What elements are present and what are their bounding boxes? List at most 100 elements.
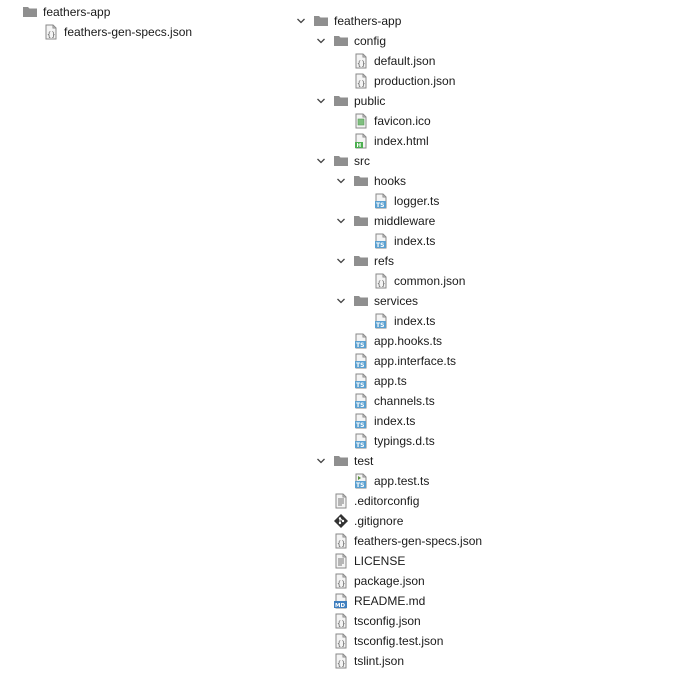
tree-item-label: index.html [374, 134, 429, 148]
tree-folder-row[interactable]: config [315, 31, 386, 51]
chevron-spacer [315, 655, 327, 667]
chevron-spacer [315, 575, 327, 587]
ico-file-icon [353, 113, 369, 129]
tree-item-label: package.json [354, 574, 425, 588]
json-file-icon: {} [373, 273, 389, 289]
chevron-spacer [335, 75, 347, 87]
tree-item-label: index.ts [374, 414, 416, 428]
tree-item-label: common.json [394, 274, 466, 288]
svg-text:{}: {} [337, 620, 345, 628]
json-file-icon: {} [333, 613, 349, 629]
json-file-icon: {} [333, 533, 349, 549]
git-file-icon [333, 513, 349, 529]
folder-icon [333, 33, 349, 49]
tree-file-row[interactable]: {} tsconfig.test.json [315, 631, 443, 651]
tree-folder-row[interactable]: feathers-app [295, 11, 401, 31]
chevron-spacer [335, 475, 347, 487]
chevron-spacer [335, 375, 347, 387]
chevron-down-icon[interactable] [295, 15, 307, 27]
chevron-down-icon[interactable] [315, 455, 327, 467]
tree-item-label: LICENSE [354, 554, 406, 568]
chevron-down-icon[interactable] [315, 95, 327, 107]
json-file-icon: {} [43, 24, 59, 40]
tree-folder-row[interactable]: test [315, 451, 373, 471]
svg-text:TS: TS [376, 242, 384, 249]
svg-text:{}: {} [337, 580, 345, 588]
tree-file-row[interactable]: .editorconfig [315, 491, 419, 511]
chevron-spacer [335, 415, 347, 427]
tree-folder-row[interactable]: src [315, 151, 370, 171]
tree-item-label: tsconfig.test.json [354, 634, 444, 648]
svg-text:{}: {} [337, 640, 345, 648]
tree-file-row[interactable]: {} default.json [335, 51, 435, 71]
tree-item-label: refs [374, 254, 395, 268]
tree-file-row[interactable]: LICENSE [315, 551, 405, 571]
chevron-down-icon[interactable] [315, 155, 327, 167]
chevron-down-icon[interactable] [335, 175, 347, 187]
tree-folder-row[interactable]: services [335, 291, 418, 311]
folder-icon [313, 13, 329, 29]
ts-file-icon: TS [373, 313, 389, 329]
ts-file-icon: TS [353, 333, 369, 349]
tree-item-label: default.json [374, 54, 436, 68]
tree-file-row[interactable]: TS app.interface.ts [335, 351, 456, 371]
chevron-spacer [335, 115, 347, 127]
chevron-down-icon[interactable] [335, 215, 347, 227]
tree-file-row[interactable]: {}tslint.json [315, 651, 404, 671]
json-file-icon: {} [333, 573, 349, 589]
chevron-down-icon[interactable] [315, 35, 327, 47]
ts-file-icon: TS [373, 193, 389, 209]
tree-file-row[interactable]: {} package.json [315, 571, 425, 591]
ts-file-icon: TS [373, 233, 389, 249]
chevron-down-icon[interactable] [335, 295, 347, 307]
tree-item-label: index.ts [394, 234, 436, 248]
chevron-down-icon[interactable] [335, 255, 347, 267]
svg-text:{}: {} [357, 60, 365, 68]
folder-icon [353, 173, 369, 189]
chevron-spacer [355, 275, 367, 287]
tree-item-label: .gitignore [354, 514, 404, 528]
tree-item-label: feathers-gen-specs.json [354, 534, 483, 548]
svg-text:TS: TS [356, 442, 364, 449]
tree-file-row[interactable]: {} feathers-gen-specs.json [315, 531, 482, 551]
html-file-icon: H [353, 133, 369, 149]
svg-text:TS: TS [376, 202, 384, 209]
ts-file-icon: TS [353, 393, 369, 409]
tree-folder-row[interactable]: middleware [335, 211, 435, 231]
tree-folder-row[interactable]: refs [335, 251, 394, 271]
tree-file-row[interactable]: {}feathers-gen-specs.json [43, 22, 192, 42]
svg-text:{}: {} [337, 660, 345, 668]
ts-file-icon: TS [353, 433, 369, 449]
tree-file-row[interactable]: {}tsconfig.json [315, 611, 421, 631]
tree-item-label: app.interface.ts [374, 354, 457, 368]
tree-file-row[interactable]: {}production.json [335, 71, 455, 91]
tree-file-row[interactable]: {} common.json [355, 271, 465, 291]
tree-file-row[interactable]: TS channels.ts [335, 391, 435, 411]
tree-file-row[interactable]: .gitignore [315, 511, 403, 531]
chevron-spacer [315, 515, 327, 527]
chevron-spacer [335, 435, 347, 447]
tree-file-row[interactable]: TS index.ts [355, 231, 435, 251]
tree-folder-row[interactable]: feathers-app [22, 2, 110, 22]
tree-item-label: channels.ts [374, 394, 435, 408]
tree-folder-row[interactable]: hooks [335, 171, 406, 191]
json-file-icon: {} [353, 53, 369, 69]
tree-folder-row[interactable]: public [315, 91, 385, 111]
tree-file-row[interactable]: favicon.ico [335, 111, 431, 131]
ts-file-icon: TS [353, 373, 369, 389]
ts-file-icon: TS [353, 353, 369, 369]
chevron-spacer [315, 635, 327, 647]
json-file-icon: {} [333, 633, 349, 649]
tree-item-label: hooks [374, 174, 407, 188]
svg-text:TS: TS [356, 402, 364, 409]
chevron-spacer [315, 595, 327, 607]
